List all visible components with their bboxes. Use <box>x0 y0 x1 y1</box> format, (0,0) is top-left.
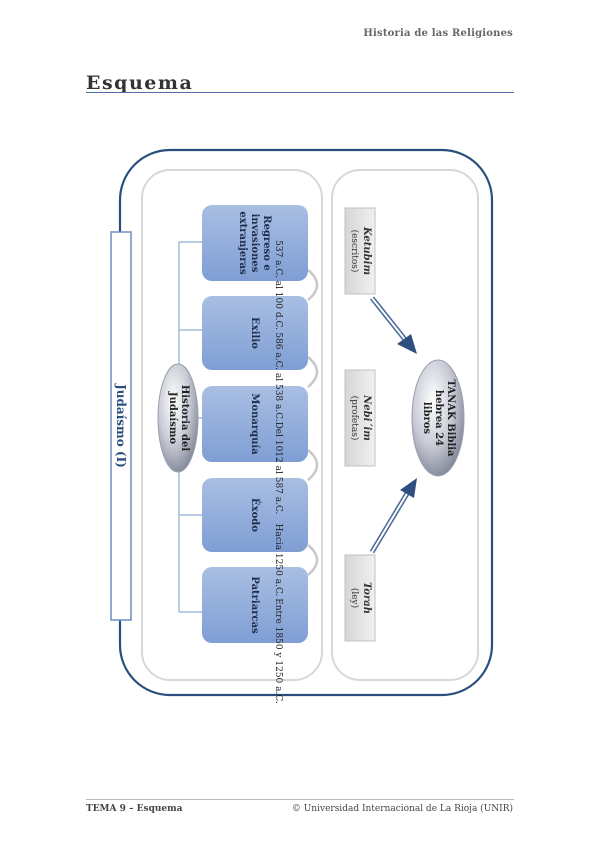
history-hub-oval <box>157 363 199 473</box>
stage-box-regreso <box>202 205 308 281</box>
main-label: Judaísmo (I) <box>114 384 128 468</box>
source-ketubim-title: Ketubim <box>361 226 372 276</box>
footer-copyright: © Universidad Internacional de La Rioja … <box>291 804 513 814</box>
stage-box-exodo <box>202 478 308 552</box>
stage-box-monarquia <box>202 386 308 462</box>
source-nebiim: Nebi´im (profetas) <box>345 375 375 461</box>
page-title: Esquema <box>86 72 194 94</box>
stage-label-monarquia: Monarquía <box>249 393 261 455</box>
stage-label-exilio: Exilio <box>249 317 261 349</box>
tanak-hub-label: TANAK Biblia hebrea 24 libros <box>421 379 456 457</box>
stage-label-exodo: Éxodo <box>249 498 261 532</box>
source-ketubim-subtitle: (escritos) <box>349 229 359 273</box>
footer-topic: TEMA 9 – Esquema <box>86 804 183 814</box>
stage-date-regreso: 537 a.C. al 100 d.C. <box>273 240 283 330</box>
arrows <box>369 296 417 554</box>
source-nebiim-title: Nebi´im <box>361 395 372 441</box>
source-ketubim: Ketubim (escritos) <box>345 211 375 291</box>
history-hub-label: Historia del Judaísmo <box>167 384 190 452</box>
stage-date-monarquia: Del 1012 al 587 a.C. <box>273 421 283 515</box>
title-rule <box>86 92 514 93</box>
source-box-torah <box>344 554 376 642</box>
source-box-nebiim <box>344 369 376 467</box>
main-bar <box>110 231 132 621</box>
source-nebiim-subtitle: (profetas) <box>349 395 359 441</box>
tanak-panel <box>331 169 479 681</box>
source-box-ketubim <box>344 207 376 295</box>
stage-box-patriarcas <box>202 567 308 643</box>
stage-label-patriarcas: Patriarcas <box>249 576 261 634</box>
tanak-hub-oval <box>411 359 465 477</box>
source-torah: Torah (ley) <box>345 558 375 638</box>
stage-box-exilio <box>202 296 308 370</box>
source-torah-subtitle: (ley) <box>349 587 359 609</box>
stage-arcs <box>307 269 319 576</box>
header-course-title: Historia de las Religiones <box>363 28 513 39</box>
footer-rule <box>86 799 514 800</box>
source-torah-title: Torah <box>361 582 372 614</box>
stage-date-patriarcas: Entre 1850 y 1250 a.C. <box>273 598 283 704</box>
